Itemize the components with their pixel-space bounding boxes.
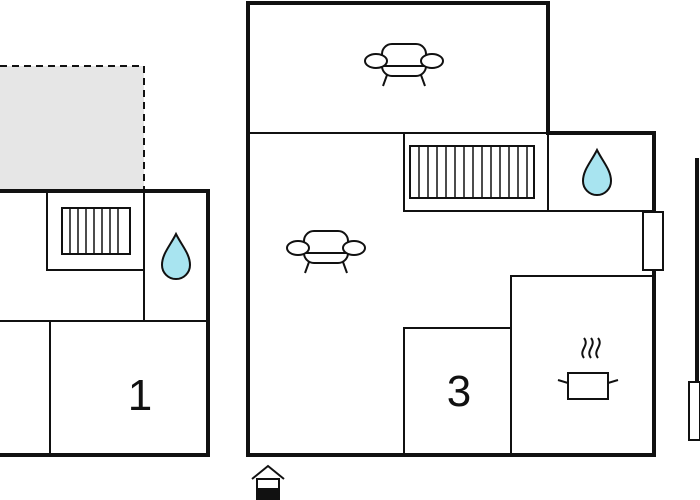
center-building xyxy=(246,1,656,457)
water-drop-icon xyxy=(581,147,613,196)
cooking-pot-icon xyxy=(557,337,619,400)
sofa-icon xyxy=(286,230,366,274)
room-label-3: 3 xyxy=(447,367,471,416)
stairs-icon xyxy=(61,207,131,255)
left-building xyxy=(0,189,210,457)
window-icon xyxy=(642,211,664,271)
terrace-area xyxy=(0,65,145,191)
right-building xyxy=(688,158,700,441)
sofa-icon xyxy=(364,43,444,87)
entrance-house-icon xyxy=(251,464,285,500)
room-label-1: 1 xyxy=(128,371,152,420)
water-drop-icon xyxy=(160,231,192,280)
stairs-icon xyxy=(409,145,535,199)
